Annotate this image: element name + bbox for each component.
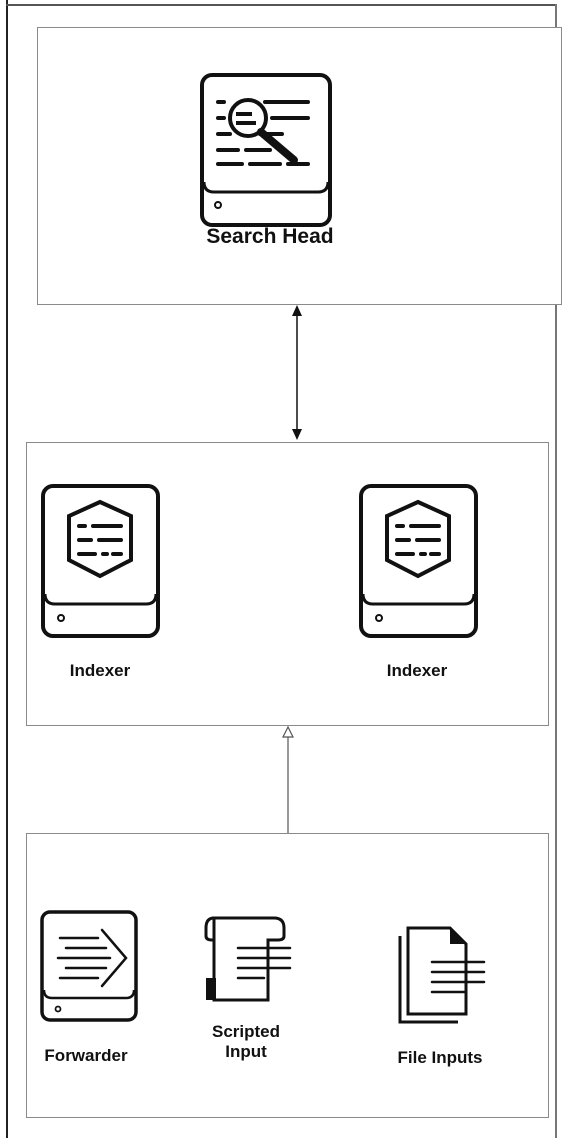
frame-left-border bbox=[6, 0, 8, 1138]
forwarder-server-icon bbox=[40, 910, 138, 1022]
forwarder-node bbox=[36, 908, 146, 1028]
forwarder-label: Forwarder bbox=[44, 1046, 128, 1065]
file-inputs-documents-icon bbox=[398, 926, 486, 1024]
search-indexer-connector bbox=[292, 305, 302, 440]
indexer-server-icon bbox=[359, 484, 478, 638]
down-arrowhead bbox=[292, 429, 302, 440]
indexer-1-label: Indexer bbox=[69, 661, 131, 680]
input-indexer-connector bbox=[282, 725, 294, 833]
indexer-2-label: Indexer bbox=[386, 661, 448, 680]
indexer-node-2 bbox=[353, 482, 493, 642]
scripted-input-scroll-icon bbox=[204, 916, 292, 1002]
up-arrowhead bbox=[292, 305, 302, 316]
file-inputs-label: File Inputs bbox=[397, 1048, 483, 1067]
search-head-node bbox=[190, 70, 360, 250]
frame-top-border bbox=[6, 4, 556, 6]
indexer-server-icon bbox=[41, 484, 160, 638]
search-head-server-icon bbox=[200, 73, 332, 227]
hollow-arrowhead bbox=[282, 725, 294, 738]
scripted-input-node bbox=[198, 908, 298, 1008]
file-inputs-node bbox=[392, 920, 492, 1030]
search-head-label: Search Head bbox=[206, 225, 334, 248]
indexer-node-1 bbox=[35, 482, 175, 642]
frame-right-border bbox=[555, 4, 557, 1138]
scripted-input-label: Scripted Input bbox=[211, 1022, 281, 1061]
